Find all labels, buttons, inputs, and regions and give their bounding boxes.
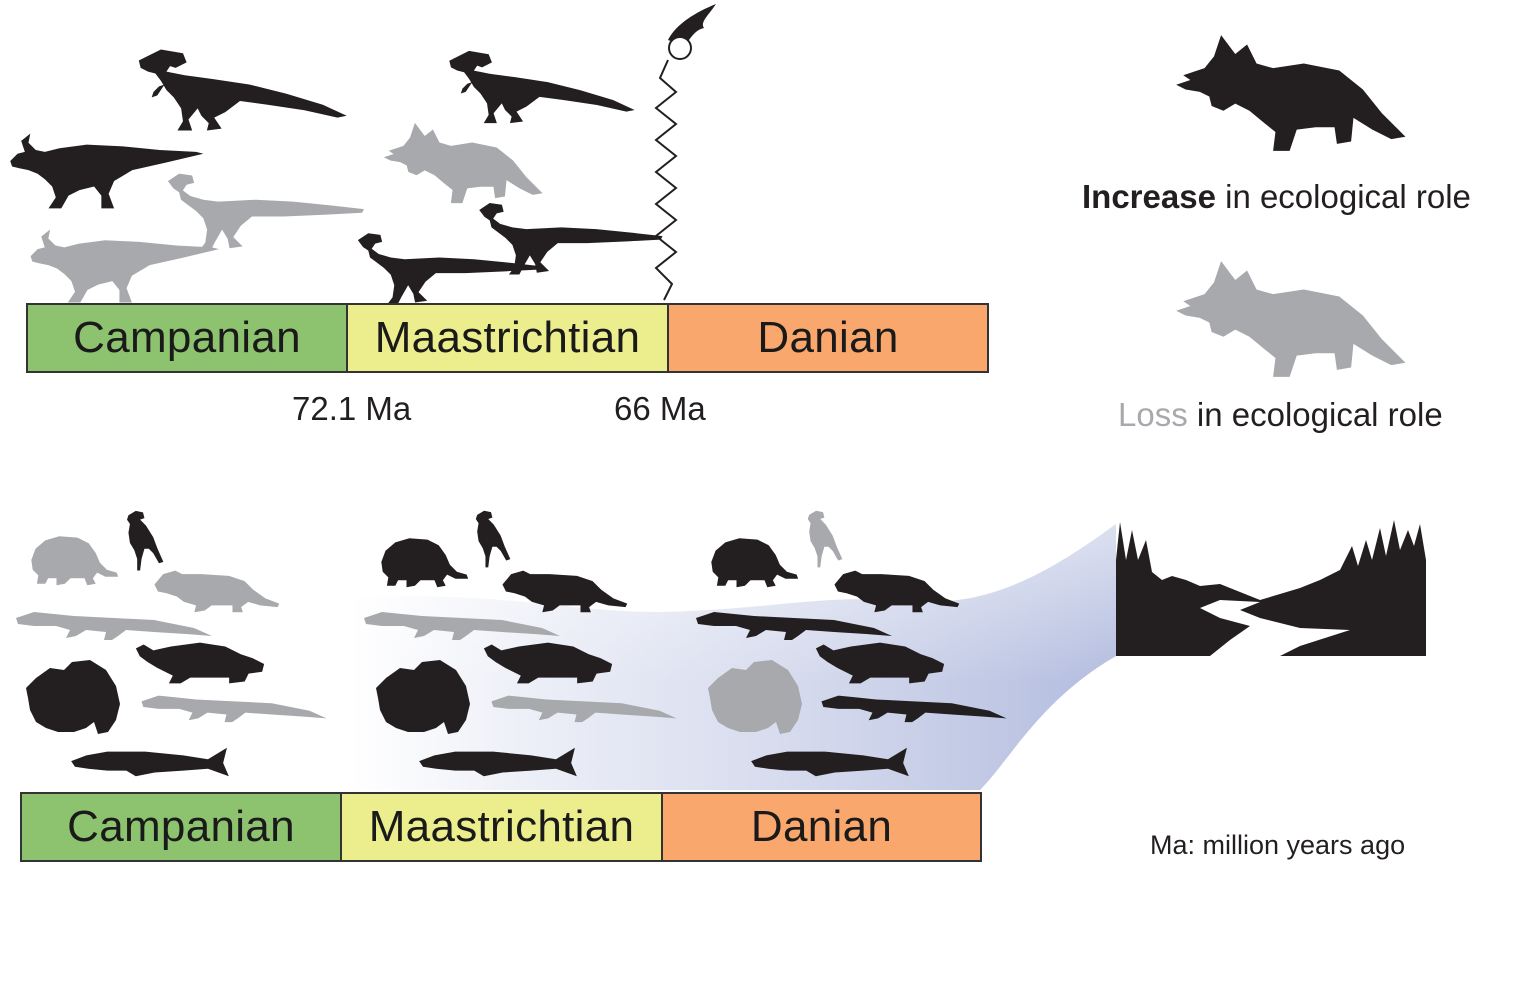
crocodile-icon [16, 612, 212, 640]
river-forest-landscape-icon [1116, 520, 1426, 656]
champsosaur-icon [141, 695, 327, 723]
legend-loss: Loss in ecological role [1118, 396, 1443, 434]
stage-danian: Danian [667, 303, 989, 373]
frog-icon [26, 660, 120, 734]
tyrannosaur-icon [138, 49, 347, 131]
loss-triceratops-icon [1176, 261, 1406, 377]
legend-increase-keyword: Increase [1082, 178, 1216, 215]
stage-label: Danian [750, 802, 893, 851]
stage-label: Danian [757, 313, 899, 362]
asteroid-impact-icon [654, 4, 716, 301]
stage-danian: Danian [661, 792, 982, 862]
increase-triceratops-icon [1176, 35, 1406, 151]
bird-icon [475, 510, 511, 568]
sturgeon-icon [71, 747, 229, 777]
tyrannosaur-icon [449, 50, 635, 124]
stage-label: Campanian [67, 802, 295, 851]
stage-maastrichtian: Maastrichtian [346, 303, 669, 373]
bird-icon [807, 510, 843, 568]
campanian-fauna [16, 510, 327, 777]
mammal-icon [31, 536, 119, 586]
legend-increase: Increase in ecological role [1082, 178, 1471, 216]
stage-campanian: Campanian [26, 303, 348, 373]
legend-loss-keyword: Loss [1118, 396, 1188, 433]
stage-campanian: Campanian [20, 792, 342, 862]
stage-label: Maastrichtian [368, 802, 635, 851]
dinosaur-silhouettes [10, 49, 663, 305]
boundary-label-campanian-maastrichtian: 72.1 Ma [292, 390, 412, 427]
bird-icon [127, 510, 164, 571]
mammal-icon [154, 570, 280, 613]
stage-label: Campanian [73, 313, 301, 362]
turtle-icon [135, 642, 265, 684]
legend-loss-text: in ecological role [1187, 396, 1443, 433]
stage-maastrichtian: Maastrichtian [340, 792, 663, 862]
mammal-icon [381, 538, 469, 588]
triceratops-icon [383, 122, 543, 204]
mammal-icon [711, 538, 799, 588]
footnote: Ma: million years ago [1150, 830, 1406, 860]
long-tailed-dinosaur-icon [30, 229, 219, 303]
small-theropod-icon [167, 173, 364, 251]
hadrosaur-icon [10, 133, 204, 209]
habitat-gradient [350, 524, 1116, 790]
stage-label: Maastrichtian [374, 313, 641, 362]
boundary-label-kpg: 66 Ma [614, 390, 706, 427]
legend-increase-text: in ecological role [1215, 178, 1471, 215]
